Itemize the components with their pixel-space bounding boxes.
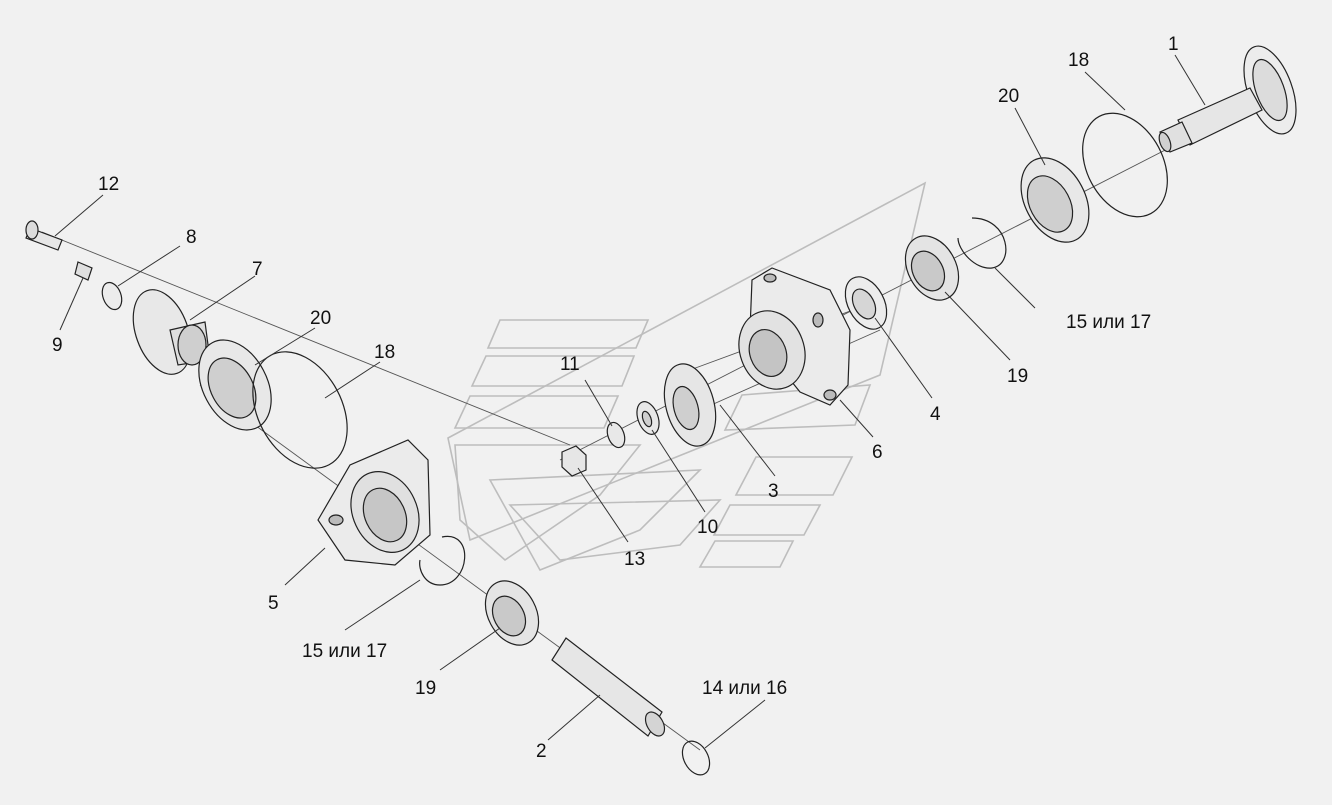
label-11: 11: [560, 354, 580, 375]
part-15-17-right-snap-ring: [957, 217, 1007, 269]
label-18-right: 18: [1068, 50, 1089, 71]
label-18-left: 18: [374, 342, 395, 363]
part-3-spur-gear: [663, 363, 717, 447]
label-7: 7: [252, 259, 263, 280]
part-14-16-ring: [681, 740, 711, 776]
label-19-right: 19: [1007, 366, 1028, 387]
label-4: 4: [930, 404, 941, 425]
label-8: 8: [186, 227, 197, 248]
part-20-left-bearing: [198, 339, 272, 431]
label-15-17-right: 15 или 17: [1066, 312, 1151, 333]
part-9-lock-washer: [74, 261, 93, 281]
part-labels: 1 18 20 15 или 17 19 4 6 3 10 11 13 12 8…: [52, 34, 1179, 762]
label-14-16: 14 или 16: [702, 678, 787, 699]
label-1: 1: [1168, 34, 1179, 55]
part-7-bevel-gear: [132, 289, 211, 375]
assembly-axis-lines: [41, 144, 1176, 751]
part-6-flange-housing: [738, 267, 851, 406]
part-12-bolt: [25, 220, 63, 251]
label-10: 10: [697, 517, 718, 538]
label-19-left: 19: [415, 678, 436, 699]
label-3: 3: [768, 481, 779, 502]
part-1-bevel-gear-shaft: [1158, 45, 1297, 153]
part-8-washer: [101, 281, 123, 311]
part-18-right-o-ring: [1082, 112, 1168, 218]
part-11-washer: [606, 421, 626, 449]
label-15-17-left: 15 или 17: [302, 641, 387, 662]
part-19-left-bearing: [484, 580, 540, 646]
part-15-17-left-snap-ring: [419, 535, 466, 586]
label-12: 12: [98, 174, 119, 195]
part-4-seal: [844, 276, 888, 330]
label-5: 5: [268, 593, 279, 614]
label-13: 13: [624, 549, 645, 570]
label-20-right: 20: [998, 86, 1019, 107]
part-5-flange-housing: [317, 439, 431, 566]
part-10-washer: [636, 401, 660, 435]
part-2-splined-shaft: [551, 637, 666, 737]
label-6: 6: [872, 442, 883, 463]
label-9: 9: [52, 335, 63, 356]
part-13-nut: [561, 445, 587, 477]
label-20-left: 20: [310, 308, 331, 329]
leader-lines: [54, 54, 1206, 749]
part-19-right-bearing: [904, 235, 960, 301]
label-2: 2: [536, 741, 547, 762]
part-20-right-bearing: [1020, 157, 1090, 243]
